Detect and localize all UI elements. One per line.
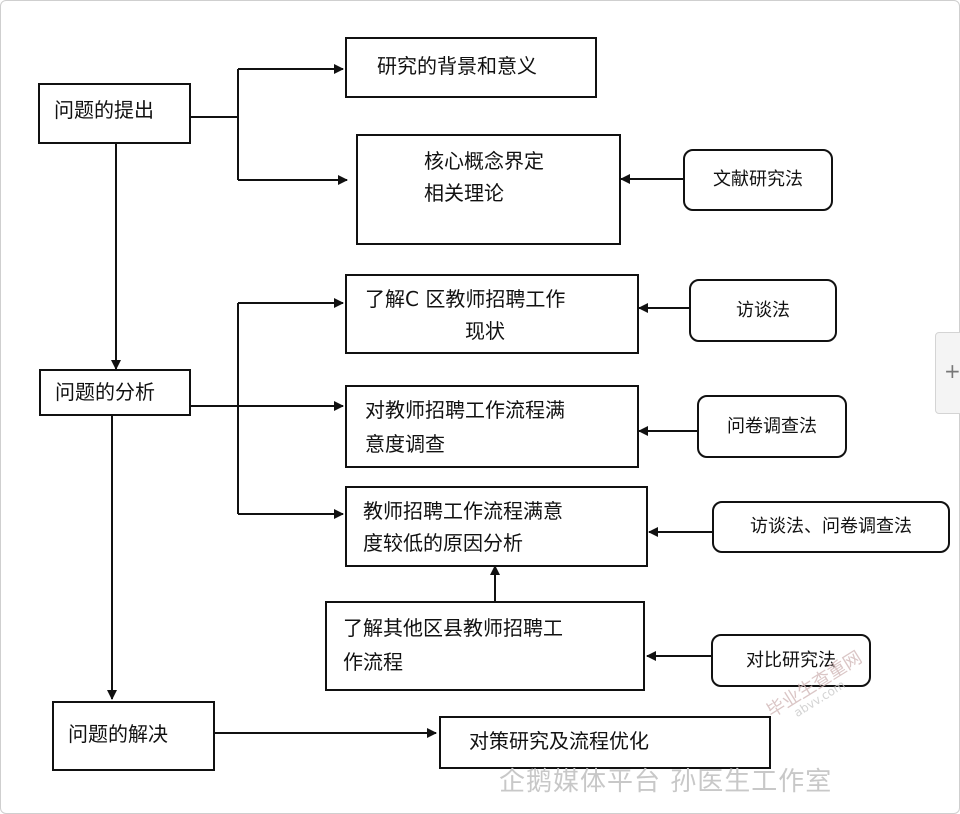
stage-analysis-box: 问题的分析 <box>39 369 191 416</box>
platform-watermark: 企鹅媒体平台 孙医生工作室 <box>499 761 832 798</box>
topic-survey-line1: 对教师招聘工作流程满 <box>365 398 565 422</box>
topic-others-line1: 了解其他区县教师招聘工 <box>343 616 563 640</box>
side-expand-tab[interactable]: + <box>935 332 960 414</box>
method-literature-label: 文献研究法 <box>713 169 803 190</box>
topic-status-line1: 了解C 区教师招聘工作 <box>365 287 566 311</box>
topic-concepts-box: 核心概念界定 相关理论 <box>356 134 621 245</box>
method-comparison-label: 对比研究法 <box>746 649 836 671</box>
topic-optimize-label: 对策研究及流程优化 <box>469 729 649 753</box>
stage-solution-box: 问题的解决 <box>52 701 215 771</box>
method-comparison-box: 对比研究法 <box>711 634 871 687</box>
topic-survey-box: 对教师招聘工作流程满 意度调查 <box>345 385 639 468</box>
stage-proposal-label: 问题的提出 <box>54 98 154 122</box>
platform-watermark-text: 企鹅媒体平台 孙医生工作室 <box>499 767 833 797</box>
method-literature-box: 文献研究法 <box>683 149 833 211</box>
method-interview-questionnaire-box: 访谈法、问卷调查法 <box>712 501 950 553</box>
method-questionnaire-box: 问卷调查法 <box>697 395 847 458</box>
method-interview-questionnaire-label: 访谈法、问卷调查法 <box>750 516 912 537</box>
topic-optimize-box: 对策研究及流程优化 <box>439 716 771 769</box>
topic-background-box: 研究的背景和意义 <box>345 37 597 98</box>
topic-others-box: 了解其他区县教师招聘工 作流程 <box>325 601 645 691</box>
topic-survey-line2: 意度调查 <box>365 432 445 456</box>
stage-solution-label: 问题的解决 <box>68 722 168 746</box>
topic-background-label: 研究的背景和意义 <box>377 54 537 78</box>
stage-analysis-label: 问题的分析 <box>55 380 155 404</box>
method-interview-box: 访谈法 <box>689 279 837 342</box>
topic-status-box: 了解C 区教师招聘工作 现状 <box>345 274 639 354</box>
plus-icon: + <box>944 359 960 383</box>
stage-proposal-box: 问题的提出 <box>38 83 191 144</box>
topic-status-line2: 现状 <box>465 319 505 343</box>
method-questionnaire-label: 问卷调查法 <box>727 415 817 437</box>
topic-causes-line2: 度较低的原因分析 <box>363 531 523 555</box>
method-interview-label: 访谈法 <box>736 299 790 321</box>
topic-causes-box: 教师招聘工作流程满意 度较低的原因分析 <box>345 486 648 567</box>
topic-concepts-line1: 核心概念界定 <box>424 149 544 173</box>
topic-causes-line1: 教师招聘工作流程满意 <box>363 499 563 523</box>
topic-concepts-line2: 相关理论 <box>424 181 504 205</box>
topic-others-line2: 作流程 <box>343 650 403 674</box>
